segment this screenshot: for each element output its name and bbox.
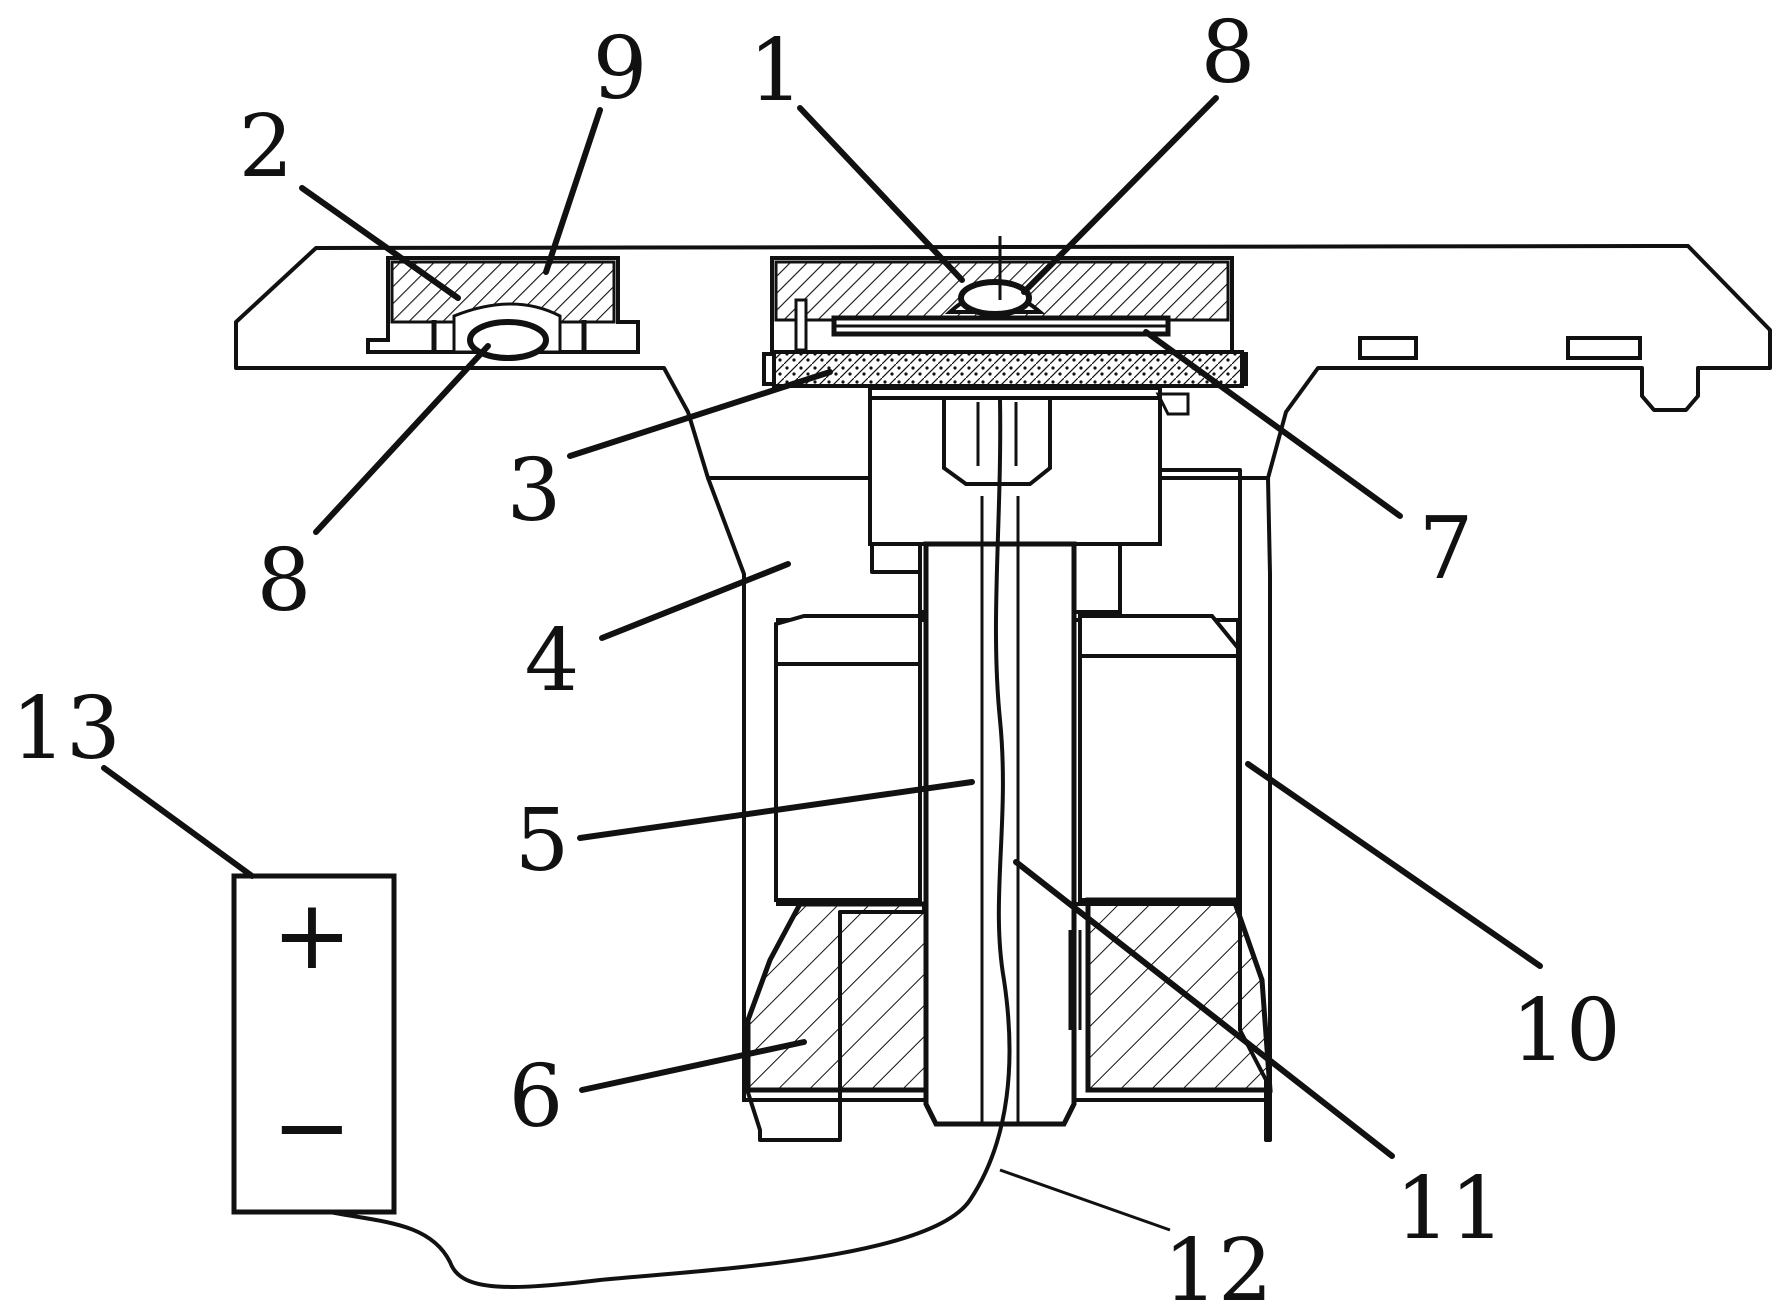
label-10: 10 xyxy=(1511,981,1620,1081)
label-6: 6 xyxy=(509,1047,564,1147)
component-3-seal xyxy=(772,350,1244,388)
label-8-top: 8 xyxy=(1201,3,1256,103)
leader-2 xyxy=(299,185,461,301)
left-sensor-pocket xyxy=(366,256,640,361)
label-5: 5 xyxy=(515,791,570,891)
component-6-block xyxy=(745,901,943,1093)
leader-1 xyxy=(797,105,965,283)
leader-3 xyxy=(567,369,833,459)
battery-plus-sign: + xyxy=(272,879,352,991)
lens-8-center xyxy=(958,279,1032,317)
leader-10 xyxy=(1245,761,1543,969)
battery-minus-sign: − xyxy=(272,1071,352,1183)
label-1: 1 xyxy=(749,21,804,121)
label-4: 4 xyxy=(525,611,580,711)
leader-8-top xyxy=(1021,95,1219,295)
leader-11 xyxy=(1013,859,1395,1159)
leader-8-left xyxy=(313,343,491,535)
reference-numerals: 2 9 1 8 8 3 7 4 5 10 11 6 12 13 xyxy=(11,3,1620,1310)
battery-13: + − xyxy=(231,873,397,1215)
label-11: 11 xyxy=(1395,1159,1504,1259)
label-3: 3 xyxy=(507,441,562,541)
label-8-left: 8 xyxy=(257,531,312,631)
leader-13 xyxy=(101,765,255,879)
label-2: 2 xyxy=(239,97,294,197)
leader-9 xyxy=(543,107,603,275)
leader-7 xyxy=(1143,329,1403,519)
central-sensor-chamber xyxy=(762,236,1248,416)
label-7: 7 xyxy=(1419,499,1474,599)
component-11-block xyxy=(1085,897,1273,1093)
label-12: 12 xyxy=(1163,1221,1272,1310)
leader-5 xyxy=(577,779,975,841)
label-9: 9 xyxy=(593,19,648,119)
label-13: 13 xyxy=(11,679,120,779)
wire-12 xyxy=(305,399,1012,1289)
top-plate xyxy=(234,244,1772,480)
leader-lines xyxy=(101,95,1543,1232)
leader-4 xyxy=(599,561,791,641)
leader-12 xyxy=(999,1168,1171,1232)
leader-6 xyxy=(579,1039,807,1093)
